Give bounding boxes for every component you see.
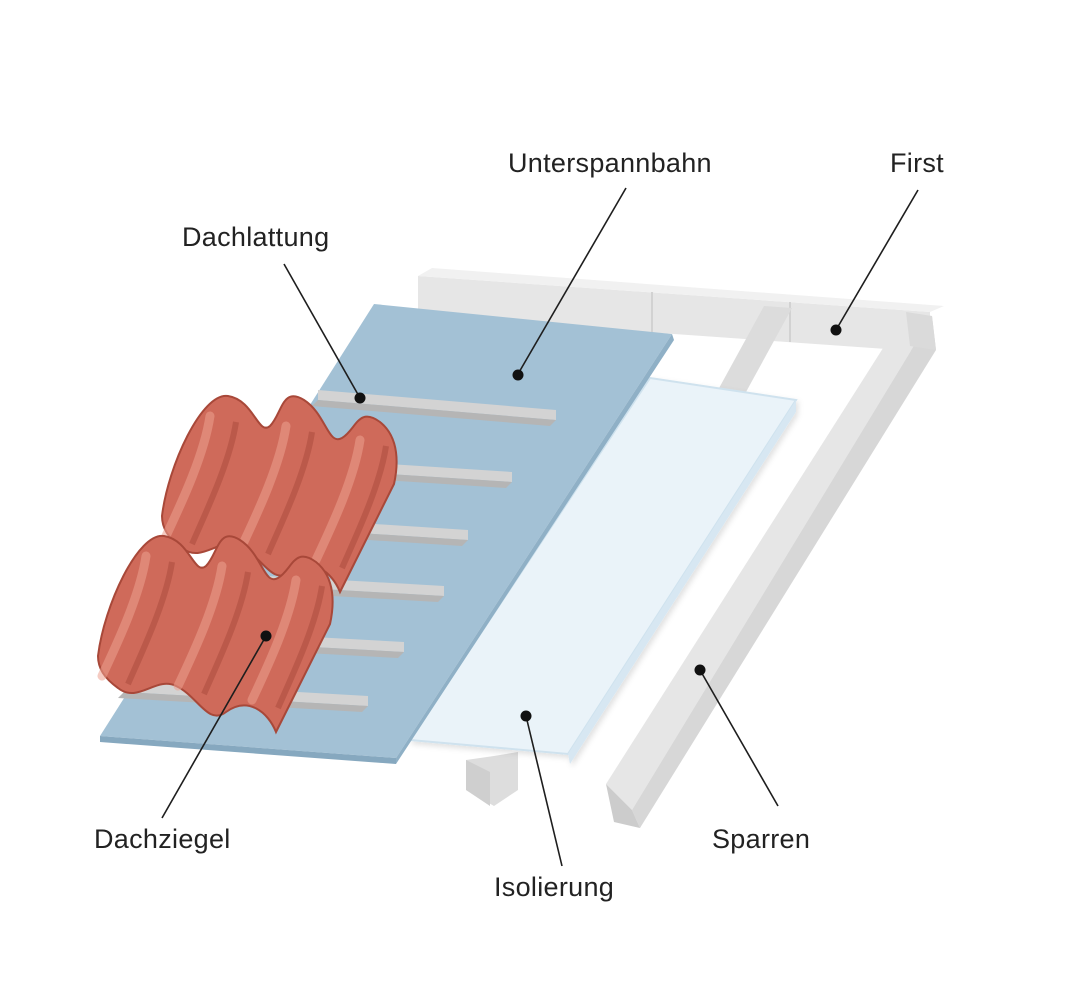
label-unterspannbahn: Unterspannbahn xyxy=(508,148,712,178)
leader-dachlattung xyxy=(283,263,361,399)
marker-sparren xyxy=(694,664,706,676)
marker-isolierung xyxy=(520,710,532,722)
first-beam-side xyxy=(418,268,944,312)
leader-lines xyxy=(161,187,919,867)
sparren-left-stub-face xyxy=(466,760,490,806)
label-dachlattung: Dachlattung xyxy=(182,222,329,252)
leader-sparren xyxy=(699,669,779,807)
marker-dachlattung xyxy=(354,392,366,404)
leader-isolierung xyxy=(525,715,563,867)
first-beam-end xyxy=(906,312,936,350)
dachziegel-tiles xyxy=(96,394,398,735)
label-first: First xyxy=(890,148,944,178)
sparren-middle-upper xyxy=(718,306,792,392)
batten-edge xyxy=(312,400,556,426)
leader-unterspannbahn xyxy=(517,187,627,375)
leader-dachziegel xyxy=(161,635,267,819)
sparren-right-side xyxy=(632,316,936,828)
marker-first xyxy=(830,324,842,336)
sparren-right-end xyxy=(606,784,640,828)
roof-frame xyxy=(418,268,944,828)
marker-unterspannbahn xyxy=(512,369,524,381)
marker-dachziegel xyxy=(260,630,272,642)
leader-first xyxy=(835,189,919,331)
label-sparren: Sparren xyxy=(712,824,810,854)
label-isolierung: Isolierung xyxy=(494,872,614,902)
sparren-right-top xyxy=(606,312,932,810)
batten xyxy=(318,390,556,420)
label-dachziegel: Dachziegel xyxy=(94,824,231,854)
first-beam-top xyxy=(418,276,930,352)
tile-row xyxy=(96,534,334,735)
